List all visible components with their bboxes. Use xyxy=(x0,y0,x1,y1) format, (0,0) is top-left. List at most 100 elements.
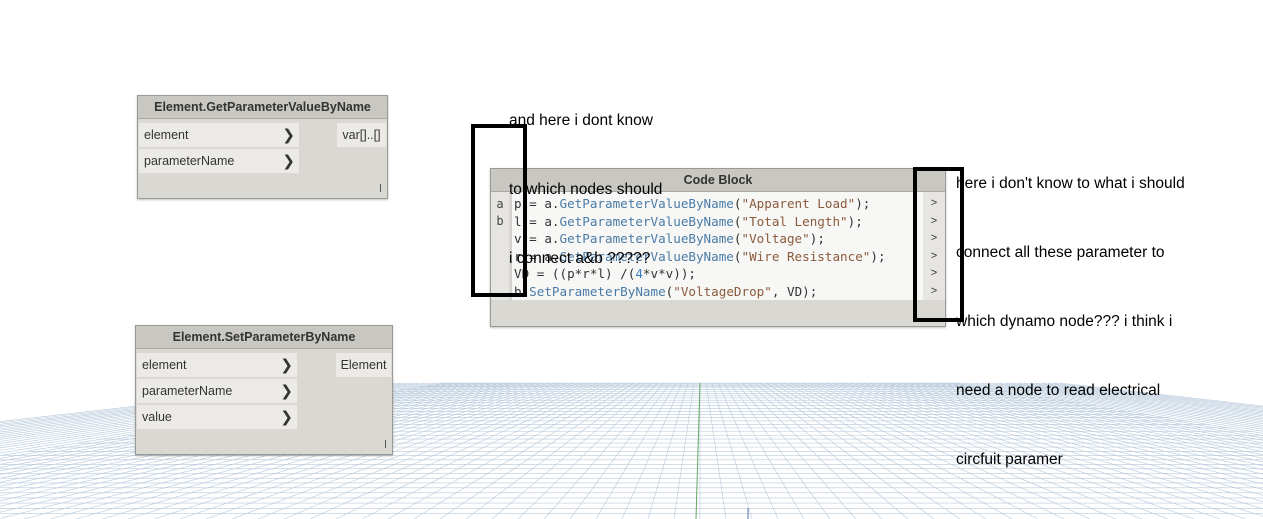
grid-line xyxy=(439,382,641,519)
code-line[interactable]: l = a.GetParameterValueByName("Total Len… xyxy=(514,213,863,229)
grid-line xyxy=(1053,382,1263,408)
grid-line xyxy=(747,382,909,519)
grid-line xyxy=(999,382,1263,420)
grid-line xyxy=(795,382,1117,519)
input-port-parametername[interactable]: parameterName ❯ xyxy=(139,149,299,173)
grid-line xyxy=(741,382,883,519)
grid-lines xyxy=(0,382,1263,519)
grid-line xyxy=(729,382,831,519)
note-line: and here i dont know xyxy=(509,112,653,129)
annotation-note-left: and here i dont know to which nodes shou… xyxy=(509,63,662,293)
grid-line xyxy=(723,382,805,519)
grid-line xyxy=(951,382,1263,434)
grid-line xyxy=(915,382,1263,449)
grid-line xyxy=(1005,382,1263,418)
input-port-a[interactable]: a xyxy=(496,197,504,211)
grid-line xyxy=(825,382,1247,519)
grid-line xyxy=(1023,382,1263,414)
node-title[interactable]: Element.SetParameterByName xyxy=(136,326,392,349)
lacing-indicator[interactable] xyxy=(380,184,381,192)
grid-line xyxy=(933,382,1263,441)
node-title[interactable]: Element.GetParameterValueByName xyxy=(138,96,387,119)
grid-line xyxy=(621,382,683,519)
port-label: var[]..[] xyxy=(342,128,381,142)
grid-line xyxy=(309,382,611,519)
grid-line xyxy=(1059,382,1263,407)
grid-line xyxy=(705,382,727,519)
output-port-vd[interactable]: > xyxy=(930,267,938,280)
output-port-l[interactable]: > xyxy=(930,214,938,227)
grid-line xyxy=(695,382,701,519)
grid-line xyxy=(843,382,1263,503)
grid-line xyxy=(771,382,1013,519)
port-label: Element xyxy=(340,358,387,372)
grid-line xyxy=(1029,382,1263,413)
grid-line xyxy=(879,382,1263,471)
note-line: which dynamo node??? i think i xyxy=(956,313,1173,330)
node-title[interactable]: Code Block xyxy=(491,169,945,192)
grid-line xyxy=(885,382,1263,467)
port-label: element xyxy=(144,128,189,142)
input-port-parametername[interactable]: parameterName ❯ xyxy=(137,379,297,403)
output-port-var[interactable]: var[]..[] xyxy=(337,123,386,147)
grid-line xyxy=(517,382,659,519)
code-line[interactable]: r = a.GetParameterValueByName("Wire Resi… xyxy=(514,248,886,264)
grid-line xyxy=(945,382,1263,436)
grid-line xyxy=(283,382,605,519)
grid-line xyxy=(969,382,1263,428)
grid-line xyxy=(957,382,1263,432)
set-parameter-node[interactable]: Element.SetParameterByName element ❯ par… xyxy=(135,325,393,455)
port-arrow-icon: ❯ xyxy=(282,153,295,170)
output-port-r[interactable]: > xyxy=(930,249,938,262)
annotation-note-right: here i don't know to what i should conne… xyxy=(956,126,1185,494)
grid-line xyxy=(981,382,1263,424)
port-arrow-icon: ❯ xyxy=(282,127,295,144)
grid-line xyxy=(801,382,1143,519)
grid-line xyxy=(783,382,1065,519)
grid-line xyxy=(873,382,1263,475)
output-port-set[interactable]: > xyxy=(930,285,938,297)
input-port-b[interactable]: b xyxy=(496,214,504,228)
code-line[interactable]: v = a.GetParameterValueByName("Voltage")… xyxy=(514,231,825,247)
output-port-v[interactable]: > xyxy=(930,232,938,245)
output-port-element[interactable]: Element xyxy=(336,353,391,377)
grid-line xyxy=(205,382,587,519)
grid-line xyxy=(465,382,647,519)
grid-line xyxy=(861,382,1263,485)
port-arrow-icon: ❯ xyxy=(280,383,293,400)
note-line: i connect a&b ????? xyxy=(509,250,651,267)
get-parameter-value-node[interactable]: Element.GetParameterValueByName element … xyxy=(137,95,388,199)
code-line[interactable]: p = a.GetParameterValueByName("Apparent … xyxy=(514,196,871,211)
grid-line xyxy=(807,382,1169,519)
grid-line xyxy=(867,382,1263,480)
input-port-element[interactable]: element ❯ xyxy=(137,353,297,377)
grid-line xyxy=(813,382,1195,519)
grid-line xyxy=(987,382,1263,423)
note-line: here i don't know to what i should xyxy=(956,175,1185,192)
port-label: element xyxy=(142,358,187,372)
grid-line xyxy=(361,382,623,519)
input-port-element[interactable]: element ❯ xyxy=(139,123,299,147)
code-line[interactable]: b.SetParameterByName("VoltageDrop", VD); xyxy=(514,284,818,299)
grid-line xyxy=(993,382,1263,421)
note-line: to which nodes should xyxy=(509,181,663,198)
output-port-p[interactable]: > xyxy=(930,197,938,209)
grid-line xyxy=(647,382,689,519)
grid-line xyxy=(387,382,629,519)
grid-line xyxy=(1017,382,1263,415)
grid-line xyxy=(569,382,671,519)
input-port-value[interactable]: value ❯ xyxy=(137,405,297,429)
annotation-box-inputs xyxy=(471,124,527,297)
port-label: parameterName xyxy=(142,384,233,398)
grid-line xyxy=(753,382,935,519)
grid-line xyxy=(1011,382,1263,417)
grid-line xyxy=(543,382,665,519)
grid-line xyxy=(673,382,695,519)
output-gutter: > > > > > > xyxy=(923,192,945,300)
grid-line xyxy=(855,382,1263,490)
grid-line xyxy=(759,382,961,519)
lacing-indicator[interactable] xyxy=(385,440,386,448)
port-arrow-icon: ❯ xyxy=(280,409,293,426)
grid-line xyxy=(819,382,1221,519)
